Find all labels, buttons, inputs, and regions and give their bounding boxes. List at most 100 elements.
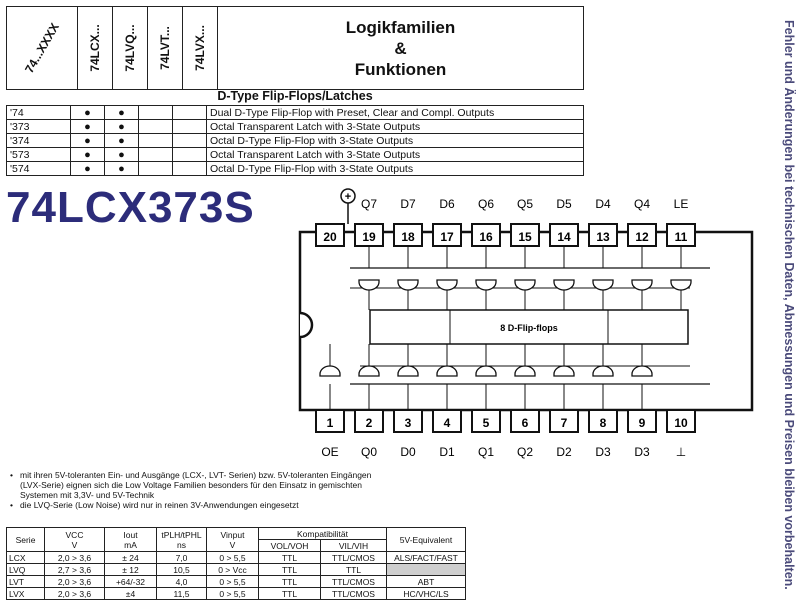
pin-label: Q2 xyxy=(517,445,533,459)
cell-vcc: 2,0 > 3,6 xyxy=(44,587,105,600)
buffer-gate xyxy=(397,365,419,377)
pin-label: Q0 xyxy=(361,445,377,459)
buffer-gate xyxy=(592,279,614,291)
table-row: '573●●Octal Transparent Latch with 3-Sta… xyxy=(6,147,584,162)
cell-lcx: ● xyxy=(70,119,105,134)
pin-number: 8 xyxy=(600,416,607,430)
pin-label: Q6 xyxy=(478,197,494,211)
pin-number: 1 xyxy=(327,416,334,430)
cell-serie: LVQ xyxy=(6,563,45,576)
buffer-gate xyxy=(319,365,341,377)
pin-number: 18 xyxy=(401,230,415,244)
buffer-gate xyxy=(475,365,497,377)
cell-lvt xyxy=(138,133,173,148)
col-label-lvq: 74LVQ... xyxy=(113,7,148,89)
pin-number: 2 xyxy=(366,416,373,430)
cell-lvx xyxy=(172,147,207,162)
cell-lvt xyxy=(138,119,173,134)
hdr-serie: Serie xyxy=(6,527,45,552)
cell-lcx: ● xyxy=(70,133,105,148)
hdr-vih: VIL/VIH xyxy=(320,539,387,552)
pin-number: 19 xyxy=(362,230,376,244)
pin-number: 12 xyxy=(635,230,649,244)
cell-voh: TTL xyxy=(258,551,321,564)
buffer-gate xyxy=(475,279,497,291)
flipflop-block xyxy=(369,309,689,345)
cell-iout: ± 24 xyxy=(104,551,157,564)
notes: •mit ihren 5V-toleranten Ein- und Ausgän… xyxy=(10,470,390,510)
cell-part: '374 xyxy=(6,133,71,148)
col-label-lvt: 74LVT... xyxy=(148,7,183,89)
pin-number: 15 xyxy=(518,230,532,244)
cell-desc: Dual D-Type Flip-Flop with Preset, Clear… xyxy=(206,105,584,120)
pin-number: 16 xyxy=(479,230,493,244)
col-label-lvx: 74LVX... xyxy=(183,7,218,89)
buffer-gate xyxy=(436,279,458,291)
buffer-gate xyxy=(358,279,380,291)
cell-lcx: ● xyxy=(70,161,105,176)
table-row: '374●●Octal D-Type Flip-Flop with 3-Stat… xyxy=(6,133,584,148)
buffer-gate xyxy=(514,279,536,291)
cell-lvx xyxy=(172,133,207,148)
cell-equiv: HC/VHC/LS xyxy=(386,587,466,600)
pin-number: 13 xyxy=(596,230,610,244)
cell-iout: +64/-32 xyxy=(104,575,157,588)
cell-voh: TTL xyxy=(258,587,321,600)
cell-lvq: ● xyxy=(104,133,139,148)
pin-label: D3 xyxy=(595,445,611,459)
pin-label: Q7 xyxy=(361,197,377,211)
cell-part: '74 xyxy=(6,105,71,120)
core-label: 8 D-Flip-flops xyxy=(500,323,558,333)
pin-label: D2 xyxy=(556,445,572,459)
ic-notch xyxy=(299,311,314,339)
cell-tpd: 4,0 xyxy=(156,575,207,588)
pin-label: Q1 xyxy=(478,445,494,459)
col-label-74xxxx: 74...XXXX xyxy=(7,7,78,89)
cell-vin: 0 > 5,5 xyxy=(206,587,259,600)
table-row: '574●●Octal D-Type Flip-Flop with 3-Stat… xyxy=(6,161,584,176)
cell-iout: ±4 xyxy=(104,587,157,600)
pin-label: D0 xyxy=(400,445,416,459)
note-1: mit ihren 5V-toleranten Ein- und Ausgäng… xyxy=(20,470,372,500)
cell-lvq: ● xyxy=(104,161,139,176)
logic-family-table: '74●●Dual D-Type Flip-Flop with Preset, … xyxy=(6,105,584,176)
cell-vin: 0 > 5,5 xyxy=(206,551,259,564)
part-number: 74LCX373S xyxy=(6,183,255,232)
cell-lvx xyxy=(172,105,207,120)
cell-lvt xyxy=(138,105,173,120)
cell-lcx: ● xyxy=(70,147,105,162)
cell-equiv: ALS/FACT/FAST xyxy=(386,551,466,564)
pin-box xyxy=(315,223,345,247)
buffer-gate xyxy=(358,365,380,377)
pin-label: D3 xyxy=(634,445,650,459)
pin-number: 5 xyxy=(483,416,490,430)
pin-label: ⊥ xyxy=(676,445,686,459)
cell-desc: Octal D-Type Flip-Flop with 3-State Outp… xyxy=(206,133,584,148)
cell-vcc: 2,0 > 3,6 xyxy=(44,575,105,588)
buffer-gate xyxy=(553,365,575,377)
pin-number: 11 xyxy=(675,230,688,244)
cell-lvq: ● xyxy=(104,119,139,134)
cell-desc: Octal Transparent Latch with 3-State Out… xyxy=(206,147,584,162)
cell-lvt xyxy=(138,161,173,176)
pin-label: LE xyxy=(674,197,689,211)
buffer-gate xyxy=(397,279,419,291)
buffer-gate xyxy=(631,365,653,377)
note-2: die LVQ-Serie (Low Noise) wird nur in re… xyxy=(20,500,299,510)
buffer-gate xyxy=(514,365,536,377)
hdr-equiv: 5V-Equivalent xyxy=(386,527,466,552)
cell-vcc: 2,0 > 3,6 xyxy=(44,551,105,564)
pin-number: 20 xyxy=(323,230,337,244)
cell-tpd: 11,5 xyxy=(156,587,207,600)
buffer-gate xyxy=(670,279,692,291)
cell-part: '573 xyxy=(6,147,71,162)
pin-label: D6 xyxy=(439,197,455,211)
cell-vih: TTL/CMOS xyxy=(320,587,387,600)
cell-lvq: ● xyxy=(104,105,139,120)
